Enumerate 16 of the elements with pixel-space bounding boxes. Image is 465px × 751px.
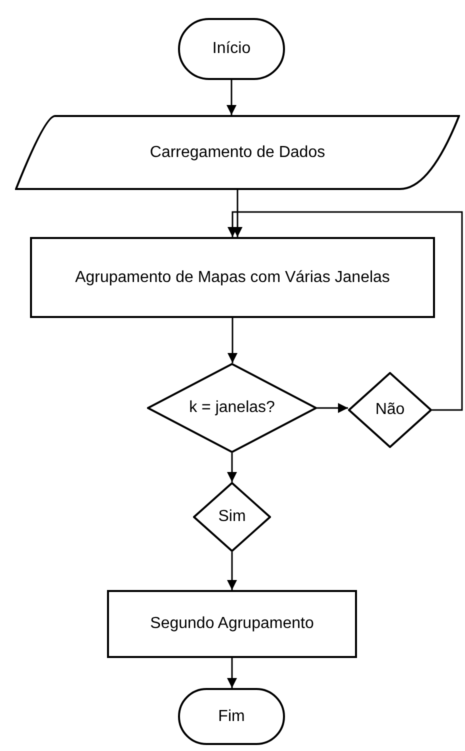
node-label: Agrupamento de Mapas com Várias Janelas <box>75 268 390 288</box>
arrow <box>317 403 348 413</box>
node-label: Carregamento de Dados <box>150 142 326 162</box>
node-label: Início <box>212 39 251 59</box>
arrow <box>227 453 237 482</box>
arrow <box>228 318 238 363</box>
node-label: Fim <box>218 706 245 726</box>
arrow <box>227 552 237 590</box>
arrow <box>228 211 463 411</box>
node-label: Não <box>375 400 405 420</box>
node-label: Sim <box>218 507 246 527</box>
arrow <box>227 658 237 688</box>
arrow <box>232 190 242 237</box>
arrow <box>226 80 236 115</box>
node-label: Segundo Agrupamento <box>150 614 314 634</box>
node-label: k = janelas? <box>189 398 275 418</box>
